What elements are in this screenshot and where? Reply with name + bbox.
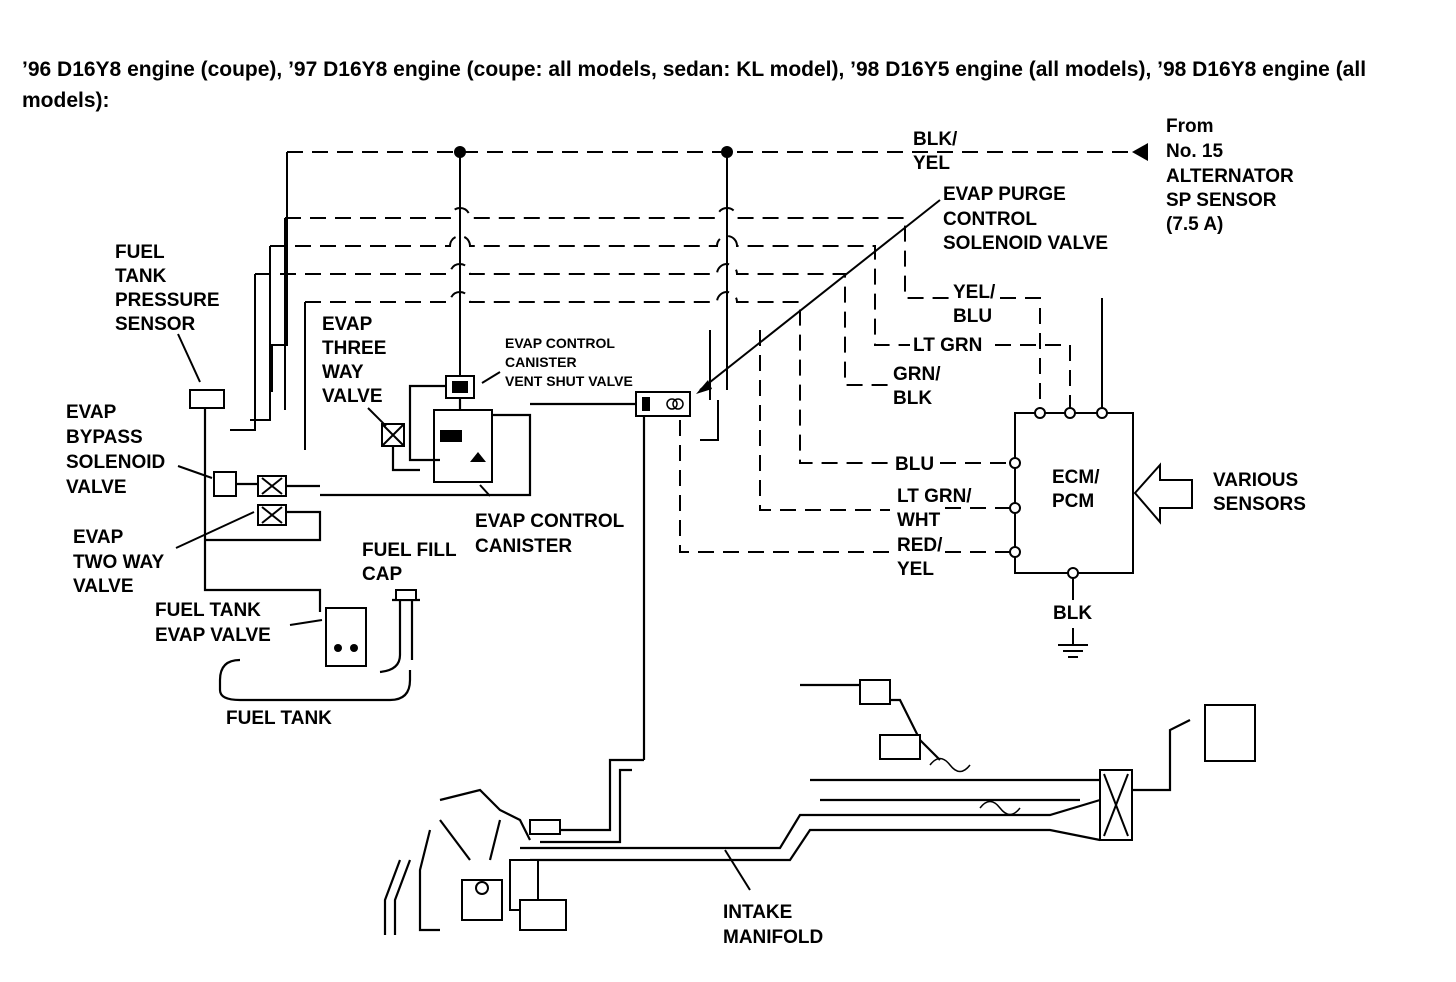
evap-canister <box>320 375 532 497</box>
bypass-valve-label: SOLENOID <box>66 452 165 473</box>
pressure-sensor-leader <box>177 333 201 383</box>
bypass-valve-label: EVAP <box>66 402 117 423</box>
wire-label-blk-yel: YEL <box>913 153 950 174</box>
pressure-sensor-label: TANK <box>115 266 167 287</box>
bypass-solenoid-valve <box>205 471 322 542</box>
diagram-title: ’96 D16Y8 engine (coupe), ’97 D16Y8 engi… <box>22 58 1367 112</box>
tank-evap-leader <box>289 619 323 626</box>
ecm-label: PCM <box>1052 491 1094 512</box>
wire-label-lt-grn: LT GRN <box>913 335 982 356</box>
intake-leader <box>724 849 751 891</box>
fuel-fill-cap-label: FUEL FILL <box>362 540 457 561</box>
canister-leader <box>479 484 491 497</box>
three-way-valve-label: VALVE <box>322 386 383 407</box>
bypass-valve-label: VALVE <box>66 477 127 498</box>
wire-label-lt-grn-wht: LT GRN/ <box>897 486 972 507</box>
three-way-valve-label: WAY <box>322 362 364 383</box>
pressure-sensor-label: PRESSURE <box>115 290 220 311</box>
wire-label-yel-blu: BLU <box>953 306 992 327</box>
various-sensors-label: SENSORS <box>1213 494 1306 515</box>
tank-evap-valve-label: FUEL TANK <box>155 600 261 621</box>
vent-valve-label: CANISTER <box>505 354 577 370</box>
intake-manifold-label: MANIFOLD <box>723 927 823 948</box>
canister-label: CANISTER <box>475 536 572 557</box>
signal-wires <box>230 207 950 553</box>
purge-valve-label: EVAP PURGE <box>943 184 1066 205</box>
purge-leader <box>699 199 941 391</box>
ecm-label: ECM/ <box>1052 467 1100 488</box>
wire-label-blu: BLU <box>895 454 934 475</box>
intake-manifold <box>383 679 1256 935</box>
various-sensors-label: VARIOUS <box>1213 470 1298 491</box>
purge-solenoid-valve <box>530 391 691 760</box>
two-way-valve-label: TWO WAY <box>73 552 164 573</box>
bypass-leader <box>177 465 213 479</box>
pressure-sensor-label: FUEL <box>115 242 165 263</box>
various-sensors-arrow-icon <box>1133 462 1193 525</box>
fuel-tank <box>218 589 420 702</box>
tank-evap-valve-label: EVAP VALVE <box>155 625 271 646</box>
three-way-leader <box>367 407 387 427</box>
two-way-valve-label: EVAP <box>73 527 124 548</box>
fuel-fill-cap-label: CAP <box>362 564 402 585</box>
vent-valve-label: VENT SHUT VALVE <box>505 373 633 389</box>
fuel-tank-pressure-sensor <box>189 389 322 612</box>
wire-label-yel-blu: YEL/ <box>953 282 996 303</box>
ground-icon <box>1058 628 1088 658</box>
wire-label-red-yel: YEL <box>897 559 934 580</box>
wire-label-blk: BLK <box>1053 603 1092 624</box>
two-way-leader <box>175 511 255 549</box>
three-way-valve-label: EVAP <box>322 314 373 335</box>
bypass-valve-label: BYPASS <box>66 427 143 448</box>
from-label: ALTERNATOR <box>1166 166 1294 187</box>
from-label: No. 15 <box>1166 141 1223 162</box>
from-label: (7.5 A) <box>1166 214 1223 235</box>
purge-valve-label: SOLENOID VALVE <box>943 233 1108 254</box>
purge-valve-label: CONTROL <box>943 209 1037 230</box>
three-way-valve <box>381 423 420 472</box>
vent-leader <box>481 371 501 384</box>
arrow-from-fuse-icon <box>1132 143 1148 161</box>
from-label: SP SENSOR <box>1166 190 1277 211</box>
pressure-sensor-label: SENSOR <box>115 314 196 335</box>
intake-manifold-label: INTAKE <box>723 902 792 923</box>
wire-label-grn-blk: GRN/ <box>893 364 941 385</box>
three-way-valve-label: THREE <box>322 338 386 359</box>
labels: From No. 15 ALTERNATOR SP SENSOR (7.5 A)… <box>66 116 1306 948</box>
canister-label: EVAP CONTROL <box>475 511 625 532</box>
from-label: From <box>1166 116 1214 137</box>
wire-label-lt-grn-wht: WHT <box>897 510 941 531</box>
two-way-valve-label: VALVE <box>73 576 134 597</box>
vent-valve-label: EVAP CONTROL <box>505 335 615 351</box>
wire-label-grn-blk: BLK <box>893 388 932 409</box>
wire-label-red-yel: RED/ <box>897 535 943 556</box>
ecm-pcm-box <box>1009 407 1134 579</box>
fuel-tank-label: FUEL TANK <box>226 708 332 729</box>
power-wire <box>271 143 1148 392</box>
wire-label-blk-yel: BLK/ <box>913 129 958 150</box>
purge-arrow-icon <box>696 380 712 394</box>
